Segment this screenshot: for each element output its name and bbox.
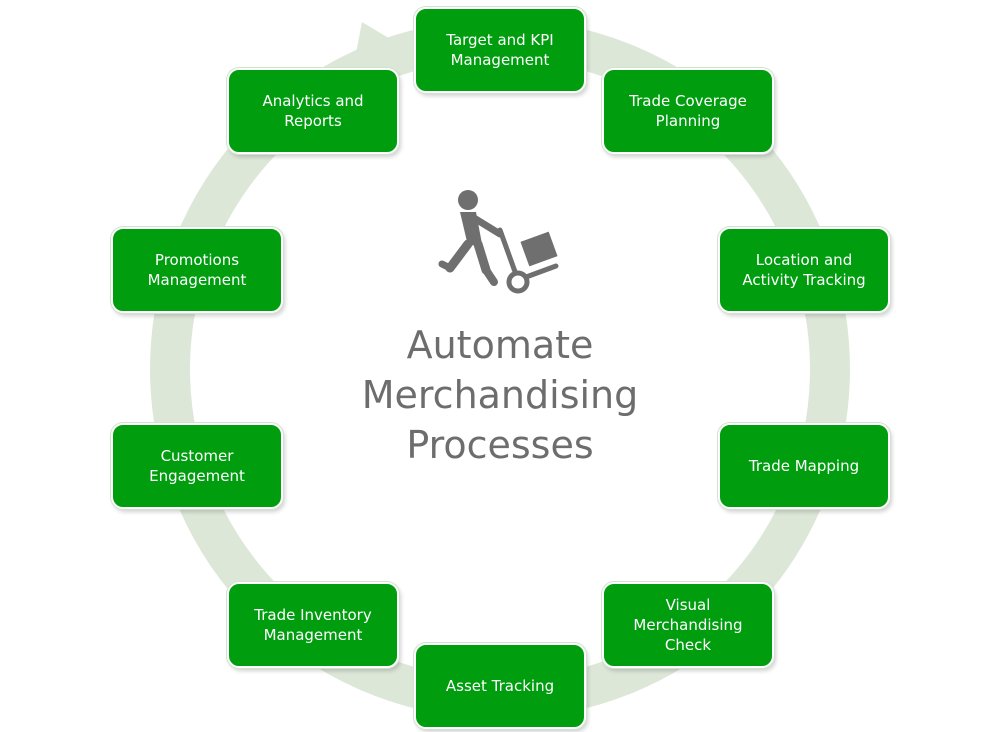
step-label: Analytics and Reports xyxy=(262,92,364,130)
step-analytics-reports: Analytics and Reports xyxy=(227,68,399,154)
step-trade-mapping: Trade Mapping xyxy=(718,423,890,509)
step-promotions-management: Promotions Management xyxy=(111,227,283,313)
step-trade-coverage-planning: Trade Coverage Planning xyxy=(602,68,774,154)
step-label: Trade Coverage Planning xyxy=(629,92,747,130)
step-label: Trade Mapping xyxy=(748,457,860,475)
step-label: Asset Tracking xyxy=(445,677,555,695)
step-label: Promotions Management xyxy=(147,251,247,289)
step-asset-tracking: Asset Tracking xyxy=(414,643,586,729)
step-target-kpi-management: Target and KPI Management xyxy=(414,7,586,93)
step-location-activity-tracking: Location and Activity Tracking xyxy=(718,227,890,313)
step-label: Target and KPI Management xyxy=(446,31,554,69)
hand-truck-worker-icon xyxy=(438,190,559,294)
step-label: Customer Engagement xyxy=(149,447,245,485)
step-label: Visual Merchandising Check xyxy=(633,596,743,654)
step-customer-engagement: Customer Engagement xyxy=(111,423,283,509)
center-title: Automate Merchandising Processes xyxy=(361,323,639,467)
step-label: Trade Inventory Management xyxy=(254,606,372,644)
step-visual-merchandising-check: Visual Merchandising Check xyxy=(602,582,774,668)
step-trade-inventory-management: Trade Inventory Management xyxy=(227,582,399,668)
step-label: Location and Activity Tracking xyxy=(742,251,866,289)
